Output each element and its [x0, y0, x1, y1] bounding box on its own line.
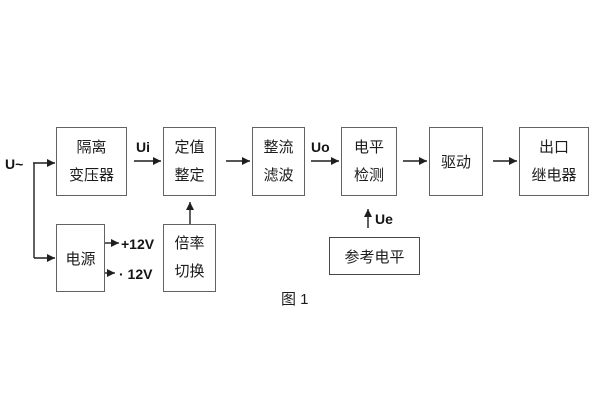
block-label: 变压器 [68, 166, 114, 184]
signal-label-minus12v: · 12V [119, 266, 153, 282]
block-label: 倍率 [174, 235, 205, 252]
block-level-detect: 电平 检测 [341, 127, 397, 196]
block-drive: 驱动 [429, 127, 483, 196]
block-output-relay: 出口 继电器 [519, 127, 589, 196]
block-reference-level: 参考电平 [329, 237, 420, 275]
signal-label-u-input: U~ [5, 156, 24, 172]
signal-label-ui: Ui [136, 139, 150, 155]
block-label: 整定 [174, 166, 205, 184]
block-label: 滤波 [263, 166, 294, 184]
block-label: 出口 [538, 138, 569, 156]
block-power-supply: 电源 [56, 224, 105, 292]
signal-label-ue: Ue [375, 211, 393, 227]
block-label: 继电器 [531, 166, 577, 184]
block-rectify-filter: 整流 滤波 [252, 127, 305, 196]
block-label: 定值 [174, 138, 205, 156]
figure-caption: 图 1 [281, 291, 309, 308]
block-label: 检测 [353, 166, 384, 184]
block-label: 电平 [353, 138, 384, 156]
block-value-setting: 定值 整定 [163, 127, 216, 196]
block-label: 驱动 [440, 154, 471, 171]
block-label: 切换 [174, 263, 205, 280]
block-label: 电源 [65, 250, 96, 268]
block-label: 隔离 [76, 138, 107, 156]
block-isolation-transformer: 隔离 变压器 [56, 127, 127, 196]
signal-label-uo: Uo [311, 139, 330, 155]
signal-label-plus12v: +12V [121, 236, 155, 252]
block-label: 整流 [263, 138, 294, 156]
block-ratio-switch: 倍率 切换 [163, 224, 216, 292]
block-label: 参考电平 [344, 248, 405, 266]
